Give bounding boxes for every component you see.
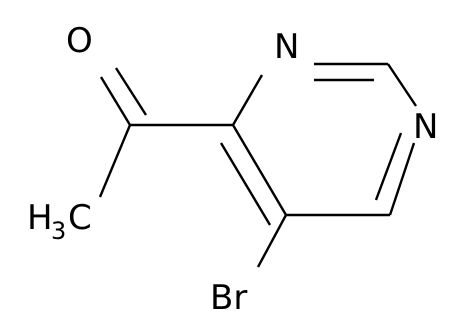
bond-carbonyl-methyl [98,124,132,198]
nitrogen-label-n1: N [413,107,438,147]
bond-c6-n1-inner [374,132,403,201]
ring-bonds [219,62,417,226]
atom-labels: O N N H 3 C Br [27,21,438,318]
methyl-h-label: H [27,198,53,238]
bond-c4-c5 [231,124,288,216]
nitrogen-label-n3: N [274,27,299,67]
methyl-c-label: C [68,198,92,238]
bond-n3-c4 [231,74,264,126]
bond-carbonyl-o [99,76,132,126]
bond-carbonyl-o-2 [114,67,148,116]
bond-n1-c2 [387,63,417,107]
methyl-subscript: 3 [51,217,66,245]
bond-c6-n1 [388,142,416,216]
oxygen-label: O [66,21,93,61]
substituent-bonds [98,67,288,268]
bond-c4-c5-inner [219,142,272,226]
bond-c5-br [256,214,288,268]
bromine-label: Br [210,278,247,318]
